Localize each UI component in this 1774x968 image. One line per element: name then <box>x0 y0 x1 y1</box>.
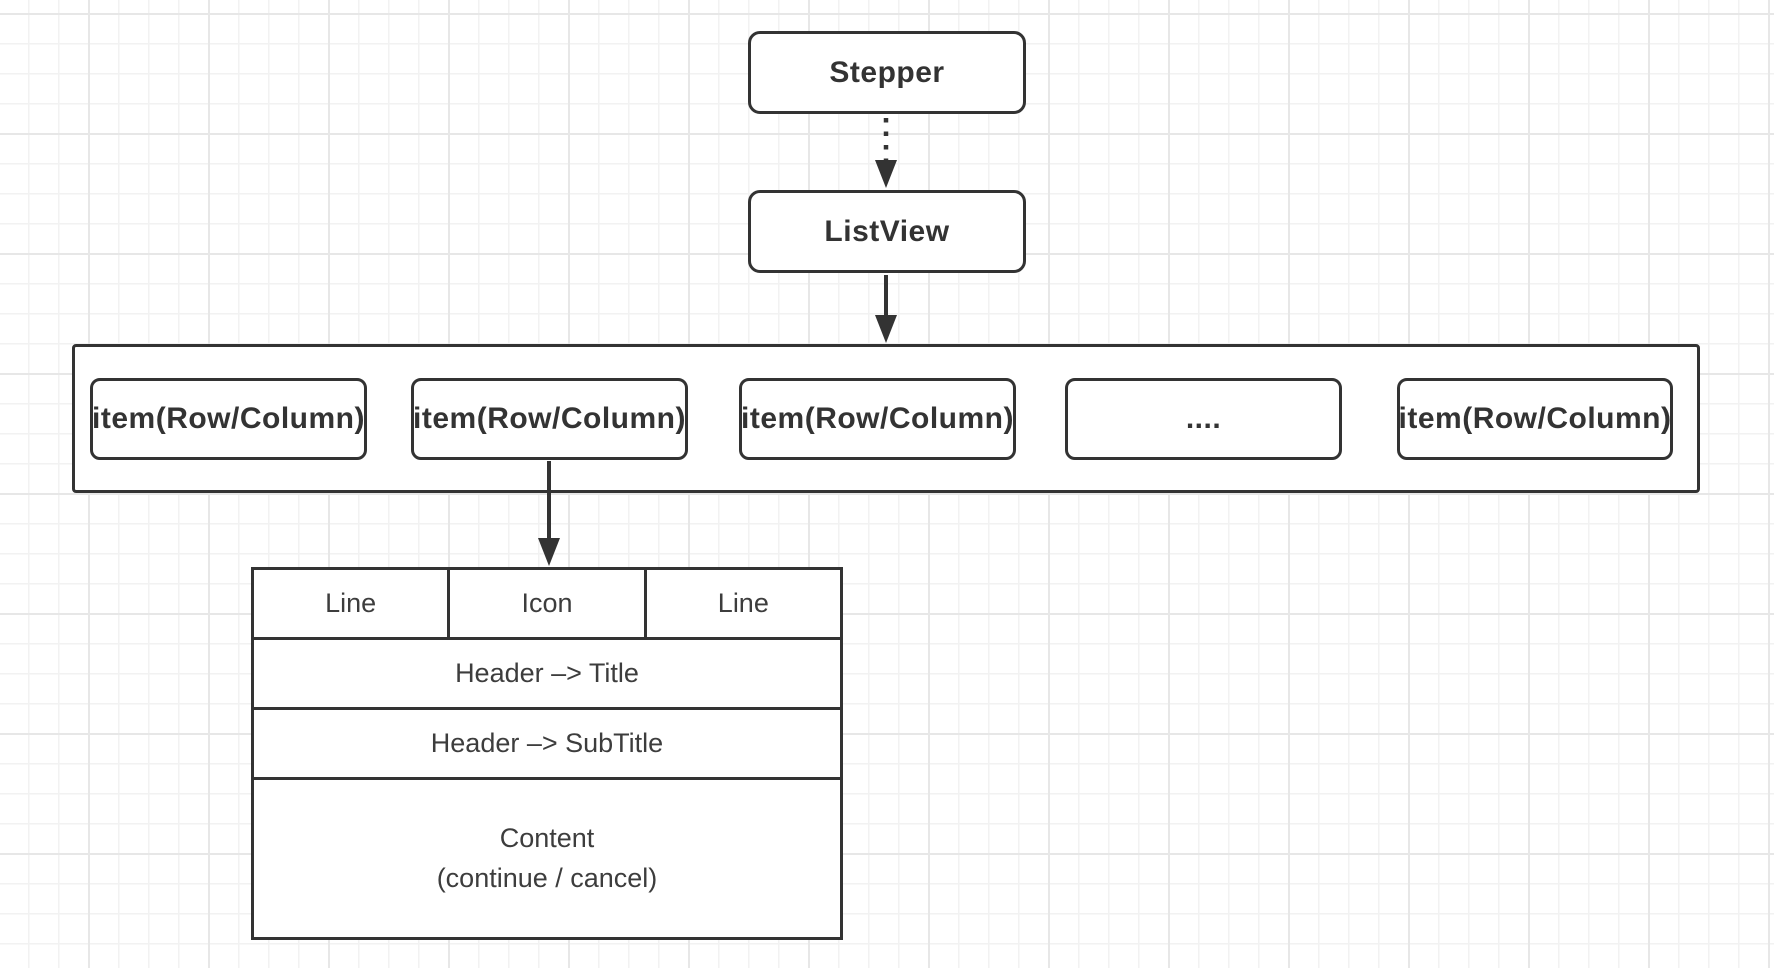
card-row-line-icon-line: Line Icon Line <box>254 570 840 640</box>
node-item-ellipsis-label: .... <box>1185 402 1222 435</box>
card-cell-line-right[interactable]: Line <box>647 570 840 637</box>
node-item-2-label: item(Row/Column) <box>413 402 686 435</box>
item-structure-card[interactable]: Line Icon Line Header –> Title Header –>… <box>251 567 843 940</box>
node-item-5[interactable]: item(Row/Column) <box>1397 378 1673 460</box>
card-row-header-subtitle[interactable]: Header –> SubTitle <box>254 710 840 780</box>
card-cell-icon[interactable]: Icon <box>450 570 647 637</box>
node-item-5-label: item(Row/Column) <box>1398 402 1672 435</box>
node-listview[interactable]: ListView <box>748 190 1026 273</box>
card-row-header-title[interactable]: Header –> Title <box>254 640 840 710</box>
card-cell-line-right-label: Line <box>717 588 769 618</box>
node-item-3[interactable]: item(Row/Column) <box>739 378 1016 460</box>
card-content-line2: (continue / cancel) <box>436 862 658 893</box>
card-cell-line-left[interactable]: Line <box>254 570 451 637</box>
node-item-1-label: item(Row/Column) <box>92 402 365 435</box>
arrowhead-down-icon <box>875 315 897 343</box>
node-item-1[interactable]: item(Row/Column) <box>90 378 367 460</box>
node-item-2[interactable]: item(Row/Column) <box>411 378 688 460</box>
node-stepper[interactable]: Stepper <box>748 31 1026 114</box>
card-header-title-label: Header –> Title <box>455 658 639 688</box>
node-item-3-label: item(Row/Column) <box>741 402 1014 435</box>
node-item-ellipsis[interactable]: .... <box>1065 378 1342 460</box>
node-listview-label: ListView <box>824 214 950 248</box>
card-content-line1: Content <box>499 823 595 854</box>
card-header-subtitle-label: Header –> SubTitle <box>430 728 664 758</box>
card-cell-line-left-label: Line <box>325 588 377 618</box>
arrowhead-down-icon <box>538 538 560 566</box>
connector-listview-to-container[interactable] <box>875 275 897 343</box>
arrowhead-down-icon <box>875 160 897 188</box>
connector-stepper-to-listview[interactable] <box>875 118 897 188</box>
node-stepper-label: Stepper <box>829 55 945 89</box>
card-cell-icon-label: Icon <box>521 588 573 618</box>
card-row-content[interactable]: Content (continue / cancel) <box>254 780 840 937</box>
